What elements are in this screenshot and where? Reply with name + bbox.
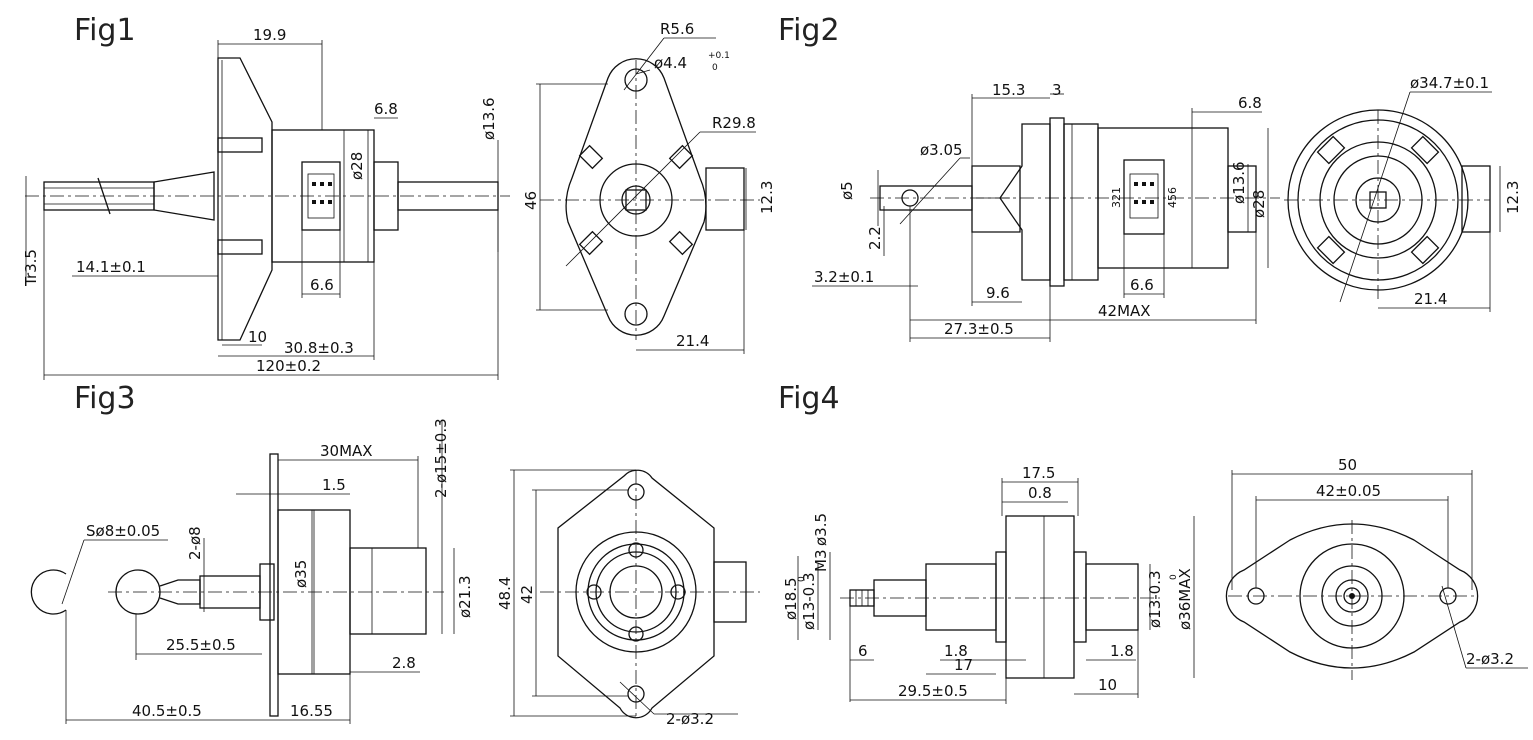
fig1-dim-120: 120±0.2 [256, 357, 321, 375]
fig2-dim-21-4: 21.4 [1414, 290, 1447, 308]
fig2-dim-6-6: 6.6 [1130, 276, 1154, 294]
fig3-end-flange [557, 469, 715, 719]
fig4-dim-29-5: 29.5±0.5 [898, 682, 968, 700]
fig2-flange [999, 123, 1051, 281]
fig4-dim-13b-tol: 0 [1169, 574, 1179, 580]
fig4-dim-13a: ø13-0.3 [800, 572, 818, 630]
fig3-dim-30max: 30MAX [320, 442, 373, 460]
fig4-dim-0-8: 0.8 [1028, 484, 1052, 502]
fig2-dim-3-05: ø3.05 [920, 141, 963, 159]
fig1-dim-hole-tol-up: +0.1 [708, 51, 730, 61]
fig4-dim-3-5: ø3.5 [812, 513, 830, 546]
fig1-connector [301, 161, 341, 231]
fig1-dim-19-9: 19.9 [253, 26, 286, 44]
fig1-dim-46: 46 [522, 191, 540, 210]
fig3-dim-1-5: 1.5 [322, 476, 346, 494]
fig1-dim-tr3-5: Tr3.5 [22, 249, 40, 287]
fig1-dim-r5-6: R5.6 [660, 20, 694, 38]
fig2-dim-6-8: 6.8 [1238, 94, 1262, 112]
fig2-pins-b: 456 [1166, 187, 1179, 208]
fig1-dim-6-6: 6.6 [310, 276, 334, 294]
fig3-dim-25-5: 25.5±0.5 [166, 636, 236, 654]
fig2-dim-28: ø28 [1250, 190, 1268, 218]
fig2-dim-34-7: ø34.7±0.1 [1410, 74, 1489, 92]
fig3-dim-42: 42 [518, 585, 536, 604]
fig4-dim-42: 42±0.05 [1316, 482, 1381, 500]
fig3-sphere-view [30, 569, 67, 615]
fig2-dim-2-2: 2.2 [866, 226, 884, 250]
fig2-dim-3-2: 3.2±0.1 [814, 268, 874, 286]
fig4-dim-17-5: 17.5 [1022, 464, 1055, 482]
fig4-dim-17: 17 [954, 656, 973, 674]
fig3-dim-48-4: 48.4 [496, 577, 514, 610]
fig2-dim-13-6: ø13.6 [1230, 161, 1248, 204]
fig2-dim-27-3: 27.3±0.5 [944, 320, 1014, 338]
fig1-dim-21-4: 21.4 [676, 332, 709, 350]
fig3-dim-2-8b: 2.8 [392, 654, 416, 672]
fig3-ball-end [115, 569, 161, 615]
fig1-dim-10: 10 [248, 328, 267, 346]
fig3-dim-16-55: 16.55 [290, 702, 333, 720]
fig2-dim-12-3: 12.3 [1504, 181, 1522, 214]
fig4-dim-m3: M3 [812, 550, 830, 573]
fig4-end-view [1225, 470, 1528, 680]
fig2-dim-5: ø5 [838, 181, 856, 200]
fig4: Fig4 17.5 0.8 ø3.5 M3 ø18.5 ø13-0.3 0 6 … [778, 381, 1528, 704]
fig1-dim-hole-tol-dn: 0 [712, 63, 718, 73]
fig4-end-flange [1225, 523, 1479, 669]
fig4-dim-6: 6 [858, 642, 868, 660]
fig1: Fig1 19.9 6.8 ø13.6 [22, 13, 776, 380]
fig3-dim-40-5: 40.5±0.5 [132, 702, 202, 720]
fig4-dim-13a-tol: 0 [797, 576, 807, 582]
fig4-motor-body [1005, 515, 1075, 679]
fig3-dim-2-3-2: 2-ø3.2 [666, 710, 714, 728]
fig4-dim-50: 50 [1338, 456, 1357, 474]
fig2-dim-42max: 42MAX [1098, 302, 1151, 320]
fig2-connector [1123, 159, 1165, 235]
fig2-dim-15-3: 15.3 [992, 81, 1025, 99]
fig3-dim-s8: Sø8±0.05 [86, 522, 160, 540]
fig2-dim-9-6: 9.6 [986, 284, 1010, 302]
fig2-dim-3: 3 [1052, 81, 1062, 99]
fig1-dim-14-1: 14.1±0.1 [76, 258, 146, 276]
fig1-dim-28: ø28 [348, 152, 366, 180]
fig2-end-view [1284, 91, 1501, 312]
fig1-end-flange [565, 58, 707, 336]
fig3-dim-35: ø35 [292, 560, 310, 588]
fig1-dim-hole: ø4.4 [654, 54, 687, 72]
fig1-dim-13-6: ø13.6 [480, 97, 498, 140]
fig3: Fig3 Sø8±0.05 30MAX 2-ø15±0.3 1.5 2-ø8 ø… [30, 381, 760, 728]
fig3-label: Fig3 [74, 381, 136, 416]
fig4-dim-2-3-2: 2-ø3.2 [1466, 650, 1514, 668]
fig1-break-mark [97, 177, 111, 215]
fig3-dim-21-3: ø21.3 [456, 575, 474, 618]
fig2-label: Fig2 [778, 13, 840, 48]
fig3-end-view [510, 469, 760, 719]
fig1-dim-r29-8: R29.8 [712, 114, 756, 132]
fig2: Fig2 321 456 15.3 3 6.8 ø3.05 [778, 13, 1522, 342]
fig1-label: Fig1 [74, 13, 136, 48]
fig3-dim-2-8: 2-ø8 [186, 526, 204, 560]
fig4-dim-1-8a: 1.8 [944, 642, 968, 660]
fig1-flange [217, 57, 273, 341]
fig4-dim-10: 10 [1098, 676, 1117, 694]
fig2-pins-a: 321 [1110, 187, 1123, 208]
fig4-dim-36max: ø36MAX [1176, 568, 1194, 630]
fig1-dim-12-3: 12.3 [758, 181, 776, 214]
fig1-end-view [536, 37, 760, 354]
fig4-label: Fig4 [778, 381, 840, 416]
fig4-dim-18-5: ø18.5 [782, 577, 800, 620]
fig4-dim-1-8b: 1.8 [1110, 642, 1134, 660]
fig1-dim-6-8: 6.8 [374, 100, 398, 118]
fig3-dim-2-15: 2-ø15±0.3 [432, 418, 450, 498]
fig1-dim-30-8: 30.8±0.3 [284, 339, 354, 357]
fig2-outer-ring [1287, 109, 1469, 291]
fig4-dim-13b: ø13-0.3 [1146, 570, 1164, 628]
